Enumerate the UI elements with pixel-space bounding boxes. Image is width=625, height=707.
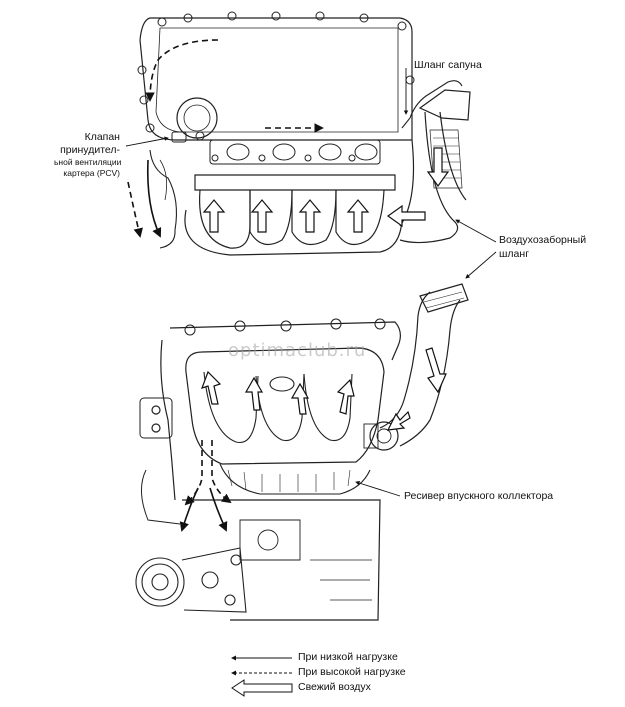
label-pcv-valve-line1: Клапан bbox=[84, 131, 120, 143]
legend-text-low-load: При низкой нагрузке bbox=[298, 651, 398, 663]
leader-lines bbox=[125, 68, 497, 497]
flow-arrows-low-load-bottom bbox=[179, 487, 228, 532]
fresh-air-arrows-top bbox=[202, 147, 450, 233]
label-intake-hose-line1: Воздухозаборный bbox=[499, 234, 587, 246]
flow-arrow-low-load-top bbox=[146, 159, 162, 238]
label-pcv-valve-line4: картера (PCV) bbox=[63, 168, 120, 178]
legend-text-fresh-air: Свежий воздух bbox=[298, 681, 371, 693]
pcv-valve bbox=[171, 131, 187, 143]
leader-pcv-valve bbox=[125, 136, 169, 147]
ignition-coils bbox=[209, 139, 381, 165]
breather-hose bbox=[401, 80, 463, 129]
label-intake-manifold: Ресивер впускного коллектора bbox=[404, 490, 554, 502]
alternator-pulley bbox=[135, 547, 247, 613]
leader-intake-hose-top bbox=[455, 219, 497, 243]
flow-arrows-high-load-bottom bbox=[184, 440, 232, 506]
intake-runners-top bbox=[184, 174, 403, 256]
valve-cover bbox=[139, 17, 413, 141]
throttle-body bbox=[369, 421, 399, 451]
legend-sample-fresh-air bbox=[231, 679, 293, 697]
flow-arrows-high-load-top bbox=[127, 39, 324, 238]
leader-intake-manifold bbox=[355, 480, 401, 497]
cover-bolts bbox=[137, 11, 415, 141]
label-pcv-valve-line2: принудител- bbox=[60, 144, 120, 156]
bottom-engine-view bbox=[135, 283, 469, 621]
label-breather-hose: Шланг сапуна bbox=[414, 59, 482, 71]
legend-text-high-load: При высокой нагрузке bbox=[298, 666, 406, 678]
label-intake-hose-line2: шланг bbox=[499, 248, 530, 260]
oil-filler-cap bbox=[176, 97, 218, 139]
leader-intake-hose-bottom bbox=[465, 251, 497, 279]
label-pcv-valve: Клапан принудител- ьной вентиляции карте… bbox=[54, 131, 122, 179]
legend-samples bbox=[231, 655, 293, 697]
intake-air-hose-top bbox=[399, 80, 471, 244]
fresh-air-arrows-bottom bbox=[200, 347, 447, 431]
label-pcv-valve-line3: ьной вентиляции bbox=[54, 157, 122, 167]
watermark: optimaclub.ru bbox=[228, 340, 367, 361]
top-engine-view bbox=[127, 11, 471, 256]
intake-manifold bbox=[185, 347, 385, 465]
intake-air-hose-bottom bbox=[363, 283, 469, 451]
